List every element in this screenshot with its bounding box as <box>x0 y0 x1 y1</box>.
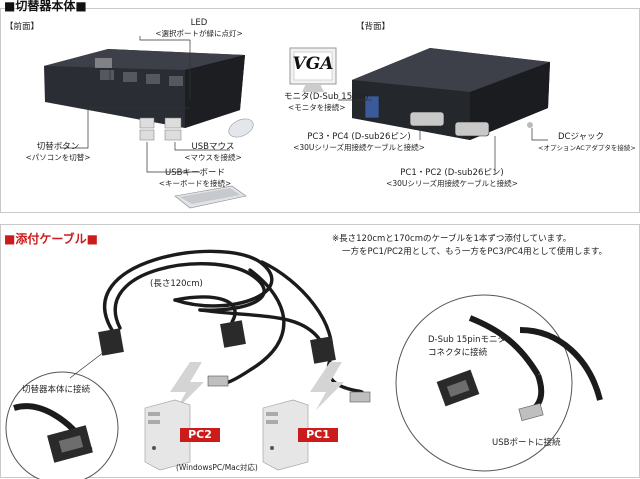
switch-button-callout: 切替ボタン <パソコンを切替> <box>8 142 108 163</box>
switch-button-desc: <パソコンを切替> <box>25 153 91 162</box>
pc34-title: PC3・PC4 (D-sub26ピン) <box>307 132 411 142</box>
usb-keyboard-title: USBキーボード <box>165 168 225 178</box>
section-title-device: ■切替器本体■ <box>4 0 87 13</box>
pc12-callout: PC1・PC2 (D-sub26ピン) <30Uシリーズ用接続ケーブルと接続> <box>372 168 532 189</box>
dc-desc: <オプションACアダプタを接続> <box>538 144 636 152</box>
monitor-connector-line2: コネクタに接続 <box>428 348 488 358</box>
pc34-callout: PC3・PC4 (D-sub26ピン) <30Uシリーズ用接続ケーブルと接続> <box>284 132 434 153</box>
usb-mouse-title: USBマウス <box>191 142 235 152</box>
monitor-connector-line1: D-Sub 15pinモニタ <box>428 335 506 345</box>
dc-callout: DCジャック <オプションACアダプタを接続> <box>538 132 636 153</box>
back-label: 【背面】 <box>356 22 391 32</box>
usb-keyboard-callout: USBキーボード <キーボードを接続> <box>150 168 240 189</box>
os-note: (WindowsPC/Mac対応) <box>176 463 258 472</box>
vga-icon: VGA <box>292 54 334 74</box>
pc2-tower-image <box>144 399 191 471</box>
pc1-tower-image <box>262 399 309 471</box>
usb-mouse-desc: <マウスを接続> <box>184 153 242 162</box>
monitor-callout: モニタ(D-Sub 15pin) <モニタを接続> <box>284 92 369 113</box>
usb-port-label: USBポートに接続 <box>492 438 561 448</box>
dc-title: DCジャック <box>558 132 605 142</box>
monitor-title: モニタ(D-Sub 15pin) <box>284 92 369 102</box>
pc1-label: PC1 <box>306 428 330 441</box>
usb-keyboard-desc: <キーボードを接続> <box>158 179 232 188</box>
pc12-title: PC1・PC2 (D-sub26ピン) <box>400 168 504 178</box>
note-line2: 一方をPC1/PC2用として、もう一方をPC3/PC4用として使用します。 <box>342 247 608 257</box>
pc34-desc: <30Uシリーズ用接続ケーブルと接続> <box>293 143 425 152</box>
pc12-desc: <30Uシリーズ用接続ケーブルと接続> <box>386 179 518 188</box>
usb-mouse-callout: USBマウス <マウスを接続> <box>172 142 254 163</box>
pc2-label: PC2 <box>188 428 212 441</box>
cable-length: (長さ120cm) <box>150 279 203 289</box>
section-title-cable: ■添付ケーブル■ <box>4 232 98 246</box>
led-callout: LED <選択ポートが緑に点灯> <box>140 18 258 39</box>
note-line1: ※長さ120cmと170cmのケーブルを1本ずつ添付しています。 <box>332 234 572 244</box>
monitor-desc: <モニタを接続> <box>288 103 346 112</box>
connect-body-label: 切替器本体に接続 <box>22 385 91 395</box>
led-title: LED <box>190 18 208 28</box>
switch-button-title: 切替ボタン <box>36 142 80 152</box>
back-device-image <box>352 48 550 140</box>
front-label: 【前面】 <box>5 22 40 32</box>
led-desc: <選択ポートが緑に点灯> <box>155 29 243 38</box>
